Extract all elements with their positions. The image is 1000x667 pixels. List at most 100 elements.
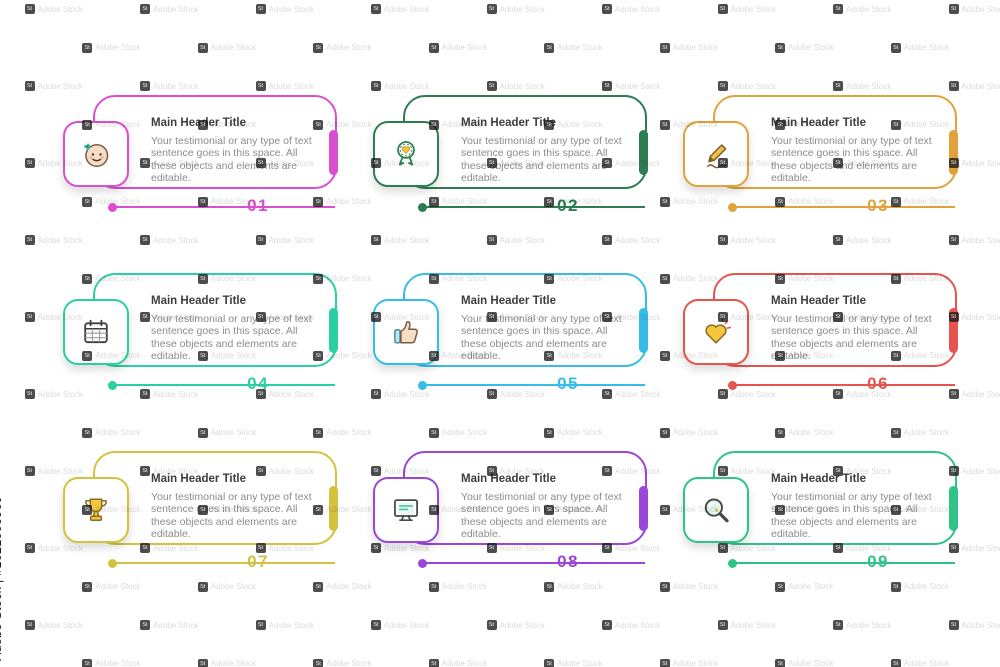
watermark-label: Adobe Stock [441, 43, 488, 52]
card-number: 07 [247, 552, 269, 572]
icon-box [373, 299, 439, 365]
accent-tab [329, 308, 338, 353]
adobe-stock-logo-icon: St [255, 620, 266, 630]
card-body: Your testimonial or any type of text sen… [771, 135, 932, 184]
watermark-label: Adobe Stock [153, 4, 199, 14]
watermark-label: Adobe Stock [961, 158, 1000, 168]
connector-dot [418, 202, 427, 212]
card: Main Header Title Your testimonial or an… [683, 451, 958, 571]
connector-line [733, 562, 955, 564]
accent-tab [949, 486, 958, 531]
watermark-label: Adobe Stock [95, 659, 141, 667]
watermark-label: Adobe Stock [961, 312, 1000, 322]
adobe-stock-logo-icon: St [428, 42, 439, 53]
watermark-label: Adobe Stock [384, 81, 430, 91]
adobe-stock-logo-icon: St [24, 466, 35, 476]
icon-box [63, 121, 129, 187]
card-title: Main Header Title [771, 473, 867, 485]
adobe-stock-logo-icon: St [197, 581, 208, 592]
connector-line [423, 562, 645, 564]
adobe-stock-logo-icon: St [659, 658, 670, 667]
watermark-label: Adobe Stock [326, 582, 372, 591]
watermark-label: Adobe Stock [95, 582, 141, 591]
watermark-label: Adobe Stock [499, 4, 545, 14]
adobe-stock-logo-icon: St [717, 620, 728, 630]
watermark-label: Adobe Stock [961, 543, 1000, 553]
adobe-stock-logo-icon: St [890, 658, 901, 667]
connector-line [113, 384, 335, 386]
card: Main Header Title Your testimonial or an… [373, 451, 648, 572]
adobe-stock-logo-icon: St [371, 620, 381, 630]
watermark-label: Adobe Stock [672, 582, 719, 591]
watermark-label: Adobe Stock [268, 81, 314, 91]
accent-tab [329, 486, 338, 531]
watermark-label: Adobe Stock [210, 659, 257, 667]
card: Main Header Title Your testimonial or an… [63, 451, 338, 572]
adobe-stock-logo-icon: St [82, 42, 93, 53]
adobe-stock-logo-icon: St [255, 4, 266, 14]
adobe-stock-logo-icon: St [313, 581, 324, 592]
card: Main Header Title Your testimonial or an… [373, 95, 648, 215]
watermark-label: Adobe Stock [730, 4, 776, 14]
connector-line [733, 384, 955, 386]
card-title: Main Header Title [151, 295, 247, 307]
card-number: 06 [867, 374, 889, 394]
connector-dot [108, 380, 117, 390]
icon-box [63, 299, 129, 365]
connector-dot [728, 558, 737, 568]
card-body: Your testimonial or any type of text sen… [461, 313, 622, 362]
card-body: Your testimonial or any type of text sen… [151, 135, 312, 184]
heart-icon [698, 314, 734, 350]
adobe-stock-logo-icon: St [486, 620, 497, 630]
adobe-stock-logo-icon: St [24, 620, 35, 630]
adobe-stock-logo-icon: St [428, 658, 439, 667]
adobe-stock-logo-icon: St [486, 81, 497, 91]
watermark-label: Adobe Stock [730, 81, 776, 91]
connector-line [113, 562, 335, 564]
thumb-icon [388, 314, 424, 350]
accent-tab [949, 130, 958, 175]
adobe-stock-logo-icon: St [313, 658, 324, 667]
watermark-label: Adobe Stock [441, 659, 488, 667]
adobe-stock-logo-icon: St [140, 4, 150, 14]
card: Main Header Title Your testimonial or an… [683, 273, 958, 394]
card-number: 08 [557, 552, 579, 572]
card-body: Your testimonial or any type of text sen… [771, 313, 932, 362]
card-body: Your testimonial or any type of text sen… [771, 491, 932, 540]
card-body: Your testimonial or any type of text sen… [151, 313, 312, 362]
watermark-label: Adobe Stock [37, 620, 83, 630]
connector-dot [728, 202, 737, 212]
card-title: Main Header Title [151, 473, 247, 485]
adobe-stock-logo-icon: St [24, 312, 35, 322]
icon-box [683, 121, 749, 187]
adobe-stock-logo-icon: St [24, 235, 35, 245]
watermark-label: Adobe Stock [557, 582, 603, 591]
adobe-stock-logo-icon: St [948, 81, 959, 91]
connector-dot [108, 558, 117, 568]
adobe-stock-logo-icon: St [890, 42, 901, 53]
watermark-label: Adobe Stock [730, 620, 776, 630]
adobe-stock-logo-icon: St [775, 581, 786, 592]
connector-line [113, 206, 335, 208]
